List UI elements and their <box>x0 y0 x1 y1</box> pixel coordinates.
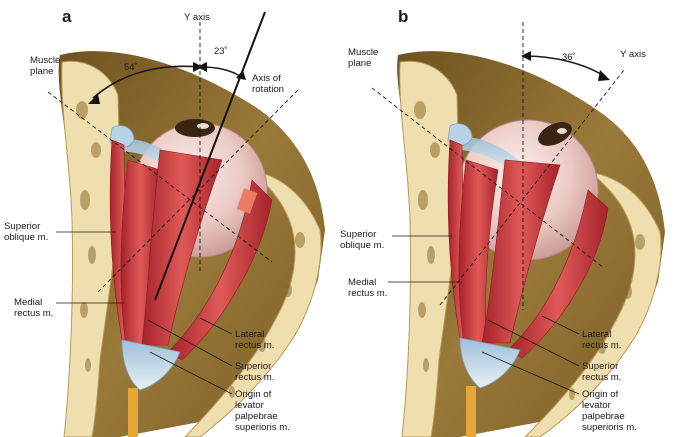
panel-label-b: b <box>398 7 408 26</box>
muscle-plane-label: Muscle plane <box>348 47 381 69</box>
bone-cells <box>76 101 305 398</box>
medial-rectus-label: Medial rectus m. <box>14 297 53 319</box>
tilted-y-axis-line <box>439 69 625 306</box>
lateral-rectus-muscle <box>507 189 609 359</box>
extraocular-muscles <box>447 139 609 359</box>
axis-of-rotation-label: Axis of rotation <box>252 73 284 95</box>
cornea-highlight <box>557 128 567 134</box>
bone-cells <box>414 101 645 400</box>
lateral-rectus-label: Lateral rectus m. <box>582 329 621 351</box>
arc-arrowhead <box>521 51 531 61</box>
levator-origin-label: Origin of levator palpebrae superioris m… <box>582 389 637 433</box>
leader-lateral-rectus <box>199 317 233 335</box>
leader-superior-rectus <box>147 319 233 367</box>
leader-lateral-rectus <box>541 315 580 335</box>
angle-arc-54 <box>92 65 200 99</box>
panel-a: a Y axis Muscle plane 54˚ 23˚ Axis of ro… <box>4 7 325 437</box>
panel-b: b Muscle plane 36˚ Y axis Superior obliq… <box>340 7 665 437</box>
lateral-orbital-wall-bone <box>524 171 662 437</box>
annulus-of-zinn <box>459 337 521 389</box>
medial-rectus-label: Medial rectus m. <box>348 277 387 299</box>
y-axis-label: Y axis <box>620 49 646 60</box>
leader-levator-origin <box>149 351 233 395</box>
superior-rectus-label: Superior rectus m. <box>235 361 274 383</box>
cornea-pupil <box>538 122 572 146</box>
arc-arrowhead <box>197 62 207 72</box>
lateral-rectus-label: Lateral rectus m. <box>235 329 274 351</box>
optic-nerve <box>128 388 138 437</box>
axis-of-rotation-line <box>97 89 299 293</box>
superior-rectus-muscle <box>481 159 561 344</box>
muscle-insertion-marker <box>236 188 258 214</box>
superior-rectus-label: Superior rectus m. <box>582 361 621 383</box>
leader-levator-origin <box>481 351 580 395</box>
y-axis-label: Y axis <box>184 12 210 23</box>
angle-23-label: 23˚ <box>214 45 228 56</box>
panel-label-a: a <box>62 7 72 26</box>
extraocular-muscles <box>109 139 273 361</box>
superior-oblique-label: Superior oblique m. <box>4 221 48 243</box>
lateral-orbital-wall-bone <box>184 169 322 437</box>
angle-arc-36 <box>524 55 605 77</box>
muscle-plane-label: Muscle plane <box>30 55 63 77</box>
arc-arrowhead <box>88 94 100 104</box>
optic-nerve <box>466 386 476 437</box>
angle-36-label: 36˚ <box>562 51 576 62</box>
visual-axis-line <box>154 11 266 301</box>
leader-superior-rectus <box>487 319 580 367</box>
muscle-plane-line <box>47 91 273 263</box>
levator-origin-label: Origin of levator palpebrae superioris m… <box>235 389 290 433</box>
arc-arrowhead <box>236 70 246 80</box>
angle-54-label: 54˚ <box>124 61 138 72</box>
arc-arrowhead <box>598 70 610 81</box>
superior-oblique-label: Superior oblique m. <box>340 229 384 251</box>
annulus-of-zinn <box>121 339 181 391</box>
superior-rectus-muscle <box>141 149 223 346</box>
cornea-highlight <box>197 123 209 129</box>
cornea-pupil <box>175 119 215 137</box>
